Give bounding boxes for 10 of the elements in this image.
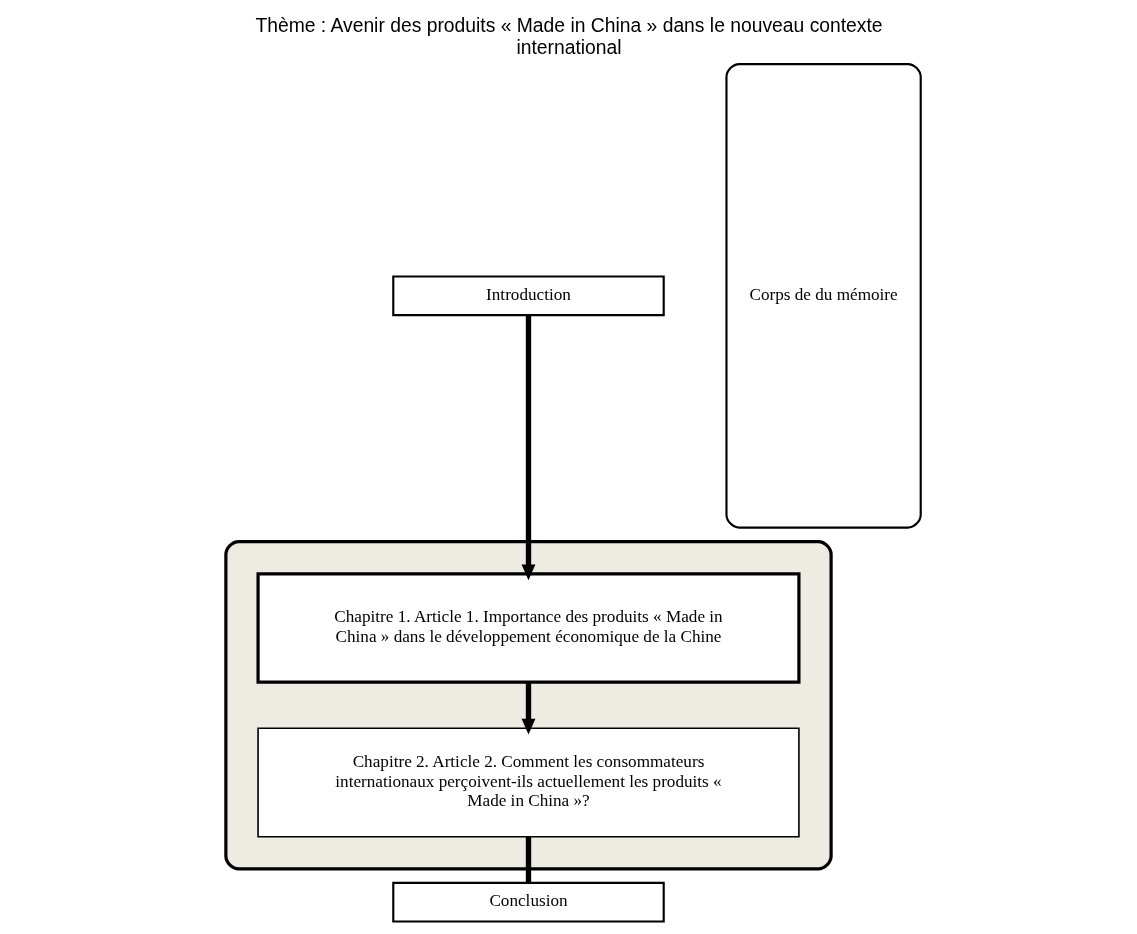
arrow: [521, 315, 535, 581]
connector: [525, 836, 531, 883]
cluster: [223, 539, 833, 871]
node-box: Chapitre 2. Article 2. Comment les consommateurs internationaux perçoivent-ils actuellement les produits « Made in China »?: [256, 727, 800, 838]
arrow: [521, 682, 535, 735]
node-box: Chapitre 1. Article 1. Importance des produits « Made in China » dans le développement économique de la Chine: [255, 572, 800, 684]
node-box: Corps de du mémoire: [724, 62, 922, 529]
diagram-title: Thème : Avenir des produits « Made in China » dans le nouveau contexte international: [254, 15, 883, 58]
node-box: Introduction: [391, 275, 665, 317]
node-box: Conclusion: [391, 881, 665, 923]
